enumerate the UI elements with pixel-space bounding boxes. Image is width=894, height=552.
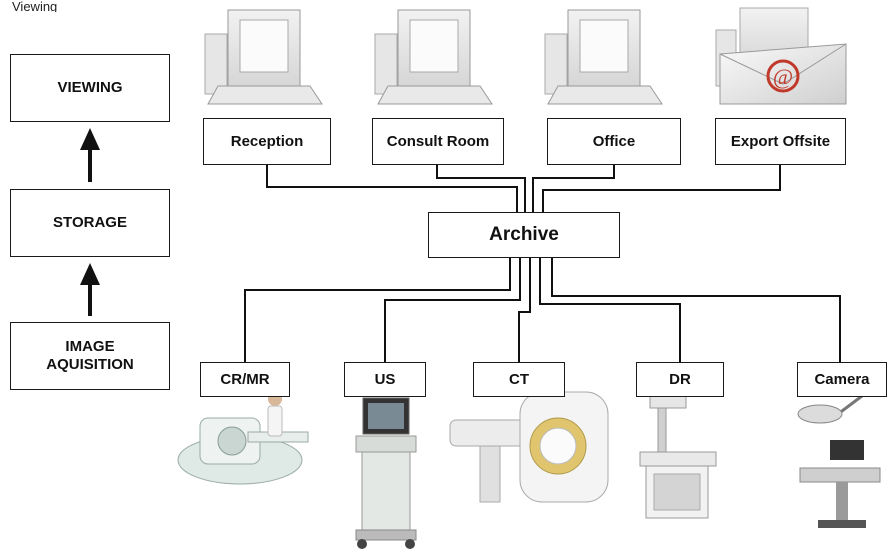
computer-icon — [374, 9, 493, 105]
stage-storage: STORAGE — [10, 189, 170, 257]
node-office: Office — [547, 118, 681, 165]
top-fragment-text: Viewing — [12, 0, 58, 12]
stage-viewing: VIEWING — [10, 54, 170, 122]
modality-cr-mr: CR/MR — [200, 362, 290, 397]
node-export-offsite: Export Offsite — [715, 118, 846, 165]
computer-icon — [544, 9, 663, 105]
archive-node: Archive — [428, 212, 620, 258]
ultrasound-cart-icon — [355, 397, 417, 549]
stage-image-acquisition: IMAGE AQUISITION — [10, 322, 170, 390]
email-at-symbol: @ — [773, 64, 793, 89]
surgical-camera-icon — [797, 388, 881, 528]
upper-network-lines — [244, 165, 841, 362]
mri-scanner-icon — [177, 392, 309, 485]
modality-ct: CT — [473, 362, 565, 397]
arrow-storage-to-viewing — [80, 128, 100, 182]
modality-camera: Camera — [797, 362, 887, 397]
node-consult-room: Consult Room — [372, 118, 504, 165]
node-reception: Reception — [203, 118, 331, 165]
ct-scanner-icon — [449, 391, 609, 503]
modality-dr: DR — [636, 362, 724, 397]
arrow-acquisition-to-storage — [80, 263, 100, 316]
computer-icon — [204, 9, 323, 105]
email-envelope-icon: @ — [715, 7, 847, 105]
modality-us: US — [344, 362, 426, 397]
digital-radiography-icon — [639, 389, 717, 519]
